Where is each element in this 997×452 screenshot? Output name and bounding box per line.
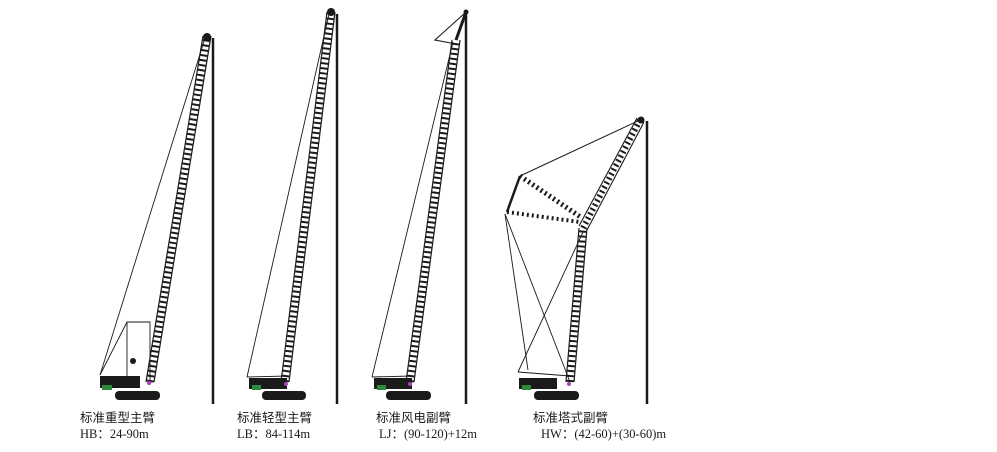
pendant-line [246, 13, 330, 378]
guy-line [504, 213, 571, 383]
pendant-line [517, 371, 571, 377]
jib-tip [637, 116, 645, 124]
boom-lattice [281, 11, 335, 383]
crawler-track [262, 391, 306, 400]
pendant-line [371, 41, 454, 378]
caption-wind-power-jib: 标准风电副臂 LJ：(90-120)+12m [376, 410, 477, 442]
crane-wind-power-jib [371, 9, 469, 404]
config-code: LJ：(90-120)+12m [379, 427, 478, 441]
pivot [147, 381, 151, 385]
config-name: 标准风电副臂 [376, 410, 452, 425]
config-code: HB：24-90m [80, 427, 149, 441]
strut-lattice [506, 210, 581, 224]
crawler-track [386, 391, 431, 400]
config-name: 标准塔式副臂 [533, 410, 609, 425]
guy-line [504, 213, 529, 371]
mast-line [99, 321, 128, 376]
config-name: 标准轻型主臂 [237, 410, 313, 425]
tower-jib-lattice [580, 118, 643, 230]
strut-lattice [518, 173, 584, 221]
guy-line [519, 119, 641, 177]
counterweight-green [102, 385, 112, 390]
pivot [567, 382, 571, 386]
counterweight-green [377, 385, 386, 390]
config-code: LB：84-114m [237, 427, 311, 441]
tower-jib-chord [578, 117, 638, 227]
boom-chord [405, 39, 453, 383]
boom-chord [413, 39, 461, 383]
boom-chord [145, 35, 204, 383]
config-code: HW：(42-60)+(30-60)m [541, 427, 667, 441]
block [130, 358, 136, 364]
crawler-track [115, 391, 160, 400]
counterweight-green [252, 385, 261, 390]
boom-chord [565, 227, 580, 383]
crane-light-main-boom [246, 8, 339, 404]
crane-heavy-main-boom [99, 33, 215, 404]
pivot [284, 382, 288, 386]
tower-jib-chord [586, 121, 645, 231]
config-name: 标准重型主臂 [80, 410, 156, 425]
pendant-line [246, 375, 289, 378]
counterweight [519, 378, 557, 389]
boom-chord [573, 227, 588, 383]
mast-frame [126, 321, 151, 385]
caption-light-main-boom: 标准轻型主臂 LB：84-114m [237, 410, 312, 442]
boom-chord [153, 35, 212, 383]
jib [454, 11, 468, 41]
pendant-line [371, 375, 413, 378]
crane-tower-jib [504, 116, 649, 404]
boom-lattice [146, 35, 211, 383]
strut-chord [505, 175, 522, 213]
counterweight [249, 378, 287, 389]
pendant-line [99, 37, 206, 376]
counterweight [374, 378, 412, 389]
crawler-track [534, 391, 579, 400]
boom-chord [288, 11, 336, 383]
pendant-line [517, 231, 584, 373]
boom-lattice [566, 227, 587, 383]
counterweight-green [522, 385, 531, 390]
caption-heavy-main-boom: 标准重型主臂 HB：24-90m [80, 410, 155, 442]
pivot [408, 382, 412, 386]
boom-chord [280, 11, 328, 383]
caption-tower-jib: 标准塔式副臂 HW：(42-60)+(30-60)m [533, 410, 666, 442]
boom-tip [327, 8, 335, 16]
boom-lattice [406, 39, 460, 383]
jib-stays [433, 11, 467, 45]
